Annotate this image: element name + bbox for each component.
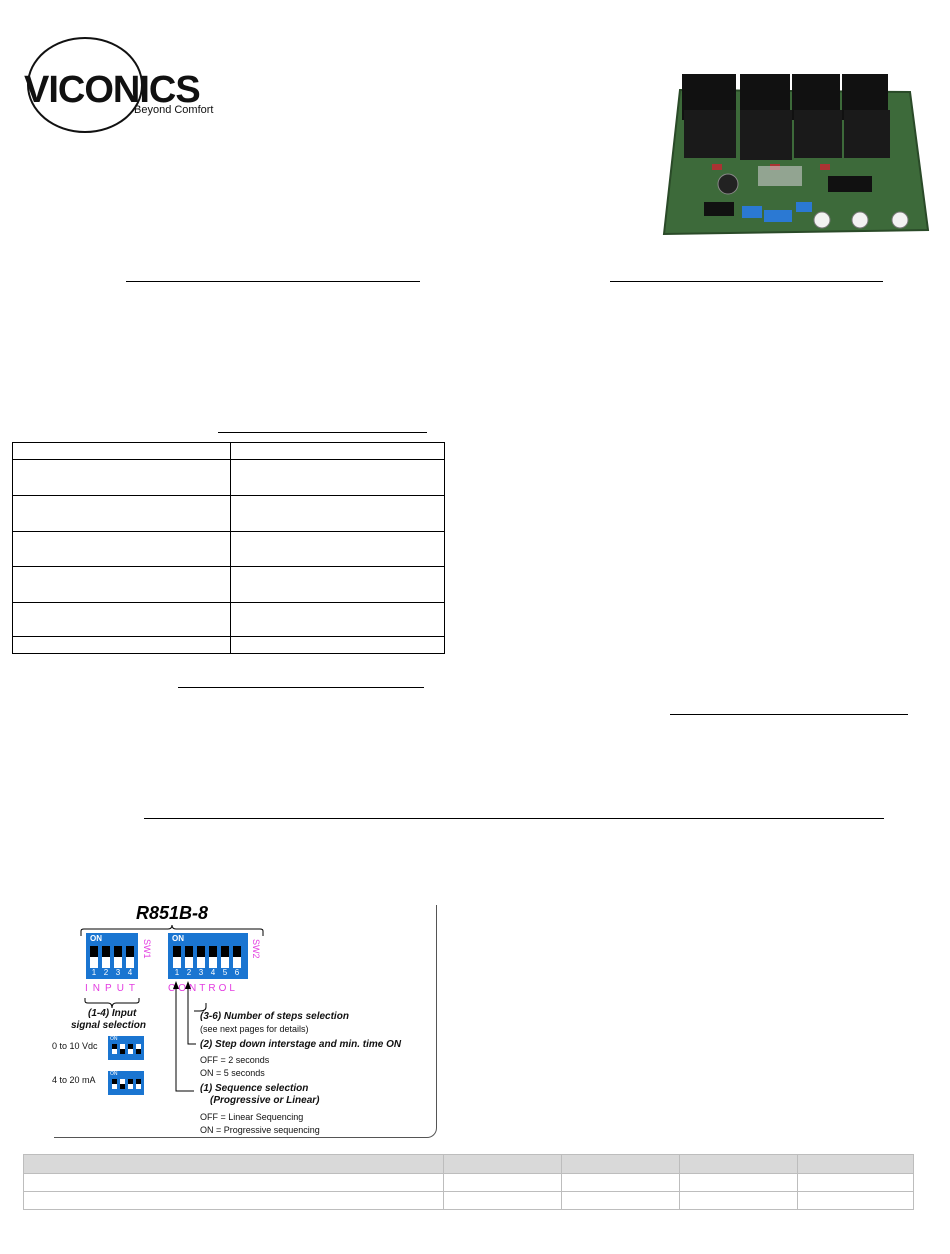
sequence-heading-line1: (1) Sequence selection [200,1083,309,1094]
sw2-num-4: 4 [210,968,216,977]
table-row [12,602,445,637]
table-row [12,459,445,496]
logo-wordmark: VICONICS [24,69,201,111]
section-underline [144,818,884,819]
section-underline [218,432,427,433]
relay-board-photo-icon [662,74,930,236]
table-row [12,636,445,654]
arrow-lines-icon [173,981,207,1092]
sw1-dip-switch: ON 1 2 3 4 [86,933,138,979]
steps-heading: (3-6) Number of steps selection [200,1011,349,1022]
table-row [12,566,445,603]
sw2-on-label: ON [172,934,184,943]
sw2-toggle-2 [185,946,193,968]
input-option-voltage: 0 to 10 Vdc [52,1041,98,1051]
logo-ring [27,37,143,133]
table-row [12,531,445,567]
table-row [23,1173,914,1192]
specification-table [12,442,445,654]
table-header-row [23,1154,914,1174]
sw1-toggle-3 [114,946,122,968]
table-row [12,442,445,460]
steps-table [23,1154,914,1210]
sw2-dip-switch: ON 1 2 3 4 5 6 [168,933,248,979]
section-underline [610,281,883,282]
input-heading-line1: (1-4) Input [88,1008,137,1019]
sw2-num-6: 6 [234,968,240,977]
steps-note: (see next pages for details) [200,1024,309,1034]
sw2-num-5: 5 [222,968,228,977]
table-row [23,1191,914,1210]
sw1-toggle-2 [102,946,110,968]
diagram-title: R851B-8 [136,903,209,923]
section-underline [126,281,420,282]
diagram-frame [54,905,437,1138]
step-down-heading: (2) Step down interstage and min. time O… [200,1039,402,1050]
sw1-toggle-4 [126,946,134,968]
table-row [12,495,445,532]
sw2-toggle-3 [197,946,205,968]
sw2-num-3: 3 [198,968,204,977]
sequence-on: ON = Progressive sequencing [200,1125,320,1135]
sw1-side-label: SW1 [142,939,152,959]
sw2-side-label: SW2 [251,939,261,959]
sequence-heading-line2: (Progressive or Linear) [210,1095,320,1106]
sw1-num-3: 3 [115,968,121,977]
sw2-toggle-6 [233,946,241,968]
bracket-icon [80,924,264,936]
input-heading-line2: signal selection [70,1020,146,1031]
step-down-on: ON = 5 seconds [200,1068,265,1078]
sequence-off: OFF = Linear Sequencing [200,1112,304,1122]
mini-dip-current: ON [108,1071,144,1095]
sw2-toggle-1 [173,946,181,968]
sw1-on-label: ON [90,934,102,943]
section-underline [670,714,908,715]
sw1-num-4: 4 [127,968,133,977]
section-underline [178,687,424,688]
sw1-num-1: 1 [91,968,97,977]
sw2-toggle-4 [209,946,217,968]
sw2-toggle-5 [221,946,229,968]
mini-dip-voltage: ON [108,1036,144,1060]
input-option-current: 4 to 20 mA [52,1075,96,1085]
sw2-num-1: 1 [174,968,180,977]
logo-tagline: Beyond Comfort [134,104,214,116]
sw2-num-2: 2 [186,968,192,977]
sw1-toggle-1 [90,946,98,968]
sw1-num-2: 2 [103,968,109,977]
step-down-off: OFF = 2 seconds [200,1055,270,1065]
input-bracket-icon [84,998,140,1009]
